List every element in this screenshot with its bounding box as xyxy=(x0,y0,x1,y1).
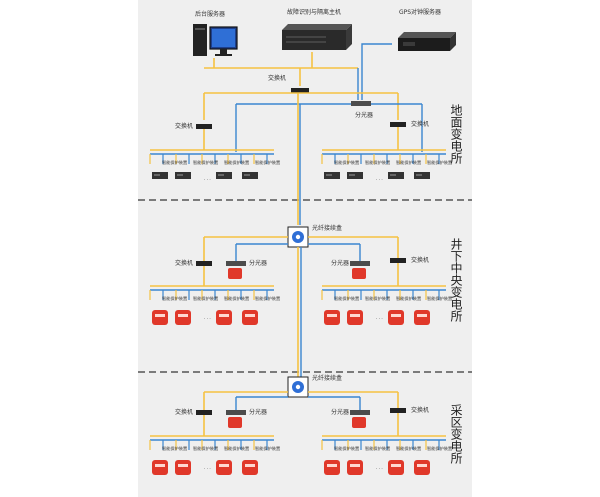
protection-device-icon xyxy=(216,460,232,475)
device-cluster: 智能保护装置智能保护装置智能保护装置智能保护装置· · · xyxy=(149,290,280,325)
underground-right-switch xyxy=(390,258,406,263)
mining-right-splitter xyxy=(350,410,370,415)
mining-right-splitter-label: 分光器 xyxy=(331,408,349,416)
surface-left-switch-label: 交换机 xyxy=(175,122,193,130)
device-cluster: 智能保护装置智能保护装置智能保护装置智能保护装置· · · xyxy=(321,154,452,182)
protection-device-label: 智能保护装置 xyxy=(255,159,280,166)
surface-splitter-label: 分光器 xyxy=(355,111,373,119)
device-cluster: 智能保护装置智能保护装置智能保护装置智能保护装置· · · xyxy=(321,440,452,475)
protection-device-icon xyxy=(152,460,168,475)
protection-device-icon xyxy=(324,460,340,475)
ellipsis: · · · xyxy=(376,466,383,471)
protection-device-label: 智能保护装置 xyxy=(334,445,359,452)
protection-device-label: 智能保护装置 xyxy=(162,445,187,452)
ellipsis: · · · xyxy=(204,177,211,182)
protection-device-label: 智能保护装置 xyxy=(162,295,187,302)
zone-label-surface: 地面变电所 xyxy=(449,104,463,164)
protection-device-label: 智能保护装置 xyxy=(365,295,390,302)
underground-right-splitter xyxy=(350,261,370,266)
protection-device-icon xyxy=(388,460,404,475)
device-cluster: 智能保护装置智能保护装置智能保护装置智能保护装置· · · xyxy=(149,154,280,182)
protection-device-icon xyxy=(216,310,232,325)
device-cluster: 智能保护装置智能保护装置智能保护装置智能保护装置· · · xyxy=(149,440,280,475)
mining-left-switch-label: 交换机 xyxy=(175,408,193,416)
mining-left-switch xyxy=(196,410,212,415)
protection-device-label: 智能保护装置 xyxy=(427,295,452,302)
protection-device-label: 智能保护装置 xyxy=(365,159,390,166)
top-server-label-3: GPS对钟服务器 xyxy=(399,8,441,16)
protection-device-icon xyxy=(388,310,404,325)
mining-right-switch-label: 交换机 xyxy=(411,406,429,414)
ellipsis: · · · xyxy=(376,177,383,182)
protection-device-label: 智能保护装置 xyxy=(224,159,249,166)
protection-device-label: 智能保护装置 xyxy=(193,445,218,452)
protection-device-icon xyxy=(242,310,258,325)
protection-device-label: 智能保护装置 xyxy=(162,159,187,166)
protection-device-icon xyxy=(414,310,430,325)
top-server-label-1: 后台服务器 xyxy=(195,10,225,18)
protection-device-label: 智能保护装置 xyxy=(365,445,390,452)
protection-device-icon xyxy=(175,310,191,325)
protection-device-label: 智能保护装置 xyxy=(255,295,280,302)
ellipsis: · · · xyxy=(204,316,211,321)
protection-device-label: 智能保护装置 xyxy=(193,159,218,166)
mining-left-splitter-label: 分光器 xyxy=(249,408,267,416)
diagram-panel xyxy=(138,0,472,497)
underground-left-switch-label: 交换机 xyxy=(175,259,193,267)
desktop-computer-icon xyxy=(193,24,238,56)
surface-right-switch xyxy=(390,122,406,127)
zone-label-underground: 井下中央变电所 xyxy=(449,238,463,322)
protection-device-label: 智能保护装置 xyxy=(427,445,452,452)
protection-device-label: 智能保护装置 xyxy=(334,295,359,302)
protection-device-label: 智能保护装置 xyxy=(396,295,421,302)
protection-device-label: 智能保护装置 xyxy=(334,159,359,166)
protection-device-icon xyxy=(242,460,258,475)
core-switch-label: 交换机 xyxy=(268,74,286,82)
protection-device-label: 智能保护装置 xyxy=(224,445,249,452)
protection-device-label: 智能保护装置 xyxy=(224,295,249,302)
protection-device-icon xyxy=(324,310,340,325)
device-cluster: 智能保护装置智能保护装置智能保护装置智能保护装置· · · xyxy=(321,290,452,325)
protection-device-icon xyxy=(152,310,168,325)
underground-left-splitter-label: 分光器 xyxy=(249,259,267,267)
mining-right-switch xyxy=(390,408,406,413)
protection-device-icon xyxy=(414,460,430,475)
top-server-label-2: 故障识别与隔离主机 xyxy=(287,8,341,16)
protection-device-icon xyxy=(175,460,191,475)
protection-device-label: 智能保护装置 xyxy=(396,445,421,452)
rack-server-icon xyxy=(282,24,352,50)
zone-label-mining: 采区变电所 xyxy=(449,404,463,464)
protection-device-label: 智能保护装置 xyxy=(255,445,280,452)
ellipsis: · · · xyxy=(376,316,383,321)
underground-right-switch-label: 交换机 xyxy=(411,256,429,264)
underground-fiber-box-label: 光纤接续盒 xyxy=(312,224,342,232)
underground-left-switch xyxy=(196,261,212,266)
protection-device-icon xyxy=(347,460,363,475)
protection-device-label: 智能保护装置 xyxy=(396,159,421,166)
underground-right-splitter-label: 分光器 xyxy=(331,259,349,267)
surface-right-switch-label: 交换机 xyxy=(411,120,429,128)
surface-splitter xyxy=(351,101,371,106)
surface-left-switch xyxy=(196,124,212,129)
underground-left-splitter xyxy=(226,261,246,266)
gps-server-icon xyxy=(398,32,456,51)
core-switch xyxy=(291,88,309,93)
mining-left-splitter xyxy=(226,410,246,415)
protection-device-label: 智能保护装置 xyxy=(427,159,452,166)
ellipsis: · · · xyxy=(204,466,211,471)
protection-device-icon xyxy=(347,310,363,325)
protection-device-label: 智能保护装置 xyxy=(193,295,218,302)
mining-fiber-box-label: 光纤接续盒 xyxy=(312,374,342,382)
fiber-box-icon xyxy=(287,226,309,248)
fiber-box-icon xyxy=(287,376,309,398)
